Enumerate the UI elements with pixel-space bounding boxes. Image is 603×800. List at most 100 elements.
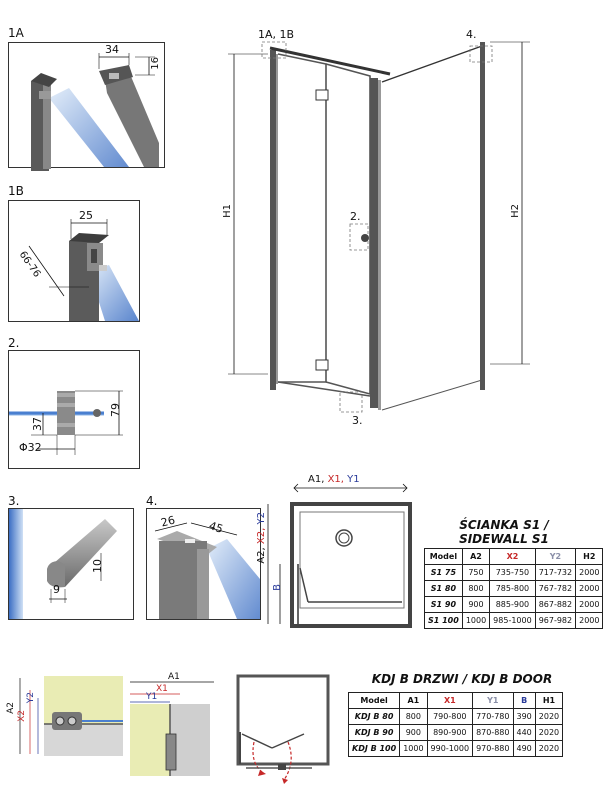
door-title: KDJ B DRZWI / KDJ B DOOR [371, 672, 553, 686]
detail-2-label: 2. [8, 336, 20, 350]
table-model-cell: S1 90 [424, 596, 463, 613]
table-model-cell: S1 80 [424, 580, 463, 597]
table-cell: 785-800 [489, 580, 536, 597]
main-callout-2: 2. [350, 210, 361, 223]
dim-2-37: 37 [31, 417, 44, 431]
plan-a2-label: A2, X2, Y2 [256, 512, 267, 564]
table-cell: 890-900 [426, 724, 474, 741]
table-cell: 985-1000 [489, 612, 536, 629]
plan-a1-label: A1, X1, Y1 [308, 474, 360, 485]
table-cell: 2000 [575, 580, 603, 597]
bm-y1: Y1 [146, 692, 158, 702]
detail-1a-drawing [31, 53, 159, 171]
table-header-cell: Y1 [472, 692, 514, 709]
detail-1a-label: 1A [8, 26, 24, 40]
table-cell: 790-800 [426, 708, 474, 725]
bottom-detail-middle: A1 X1 Y1 [130, 672, 218, 776]
main-callout-1a1b: 1A, 1B [258, 28, 295, 41]
bl-a2: A2 [6, 702, 16, 714]
main-enclosure-drawing: 1A, 1B 4. 2. 3. H1 H2 [220, 24, 550, 444]
table-header-cell: H1 [534, 692, 564, 709]
table-cell: 990-1000 [426, 740, 474, 757]
plan-a1: A1, [308, 474, 325, 485]
table-cell: 970-880 [472, 740, 514, 757]
dim-1a-width: 34 [105, 43, 119, 56]
table-cell: 2000 [575, 596, 603, 613]
plan-x2: X2, [256, 527, 267, 545]
bottom-detail-left-svg [19, 676, 123, 756]
bm-x1: X1 [156, 684, 168, 694]
dim-3-10: 10 [91, 559, 104, 573]
table-cell: 770-780 [472, 708, 514, 725]
dim-h1: H1 [222, 204, 233, 218]
table-cell: 867-882 [534, 596, 577, 613]
detail-4-label: 4. [146, 494, 158, 508]
plan-view: A1, X1, Y1 A2, X2, Y2 B [256, 474, 412, 634]
detail-1a-panel: 34 16 [8, 42, 165, 171]
table-header-cell: X1 [426, 692, 474, 709]
table-header-cell: B [512, 692, 536, 709]
dim-2-79: 79 [109, 403, 122, 417]
table-cell: 440 [512, 724, 536, 741]
table-header-cell: Y2 [534, 548, 577, 565]
main-enclosure-svg [228, 41, 530, 413]
detail-3-label: 3. [8, 494, 20, 508]
table-cell: 750 [461, 564, 491, 581]
detail-1b-label: 1B [8, 184, 24, 198]
detail-4-panel: 26 45 [146, 508, 261, 620]
table-cell: 800 [461, 580, 491, 597]
sidewall-title: ŚCIANKA S1 / SIDEWALL S1 [424, 518, 584, 546]
table-header-cell: A2 [461, 548, 491, 565]
dim-1a-height: 16 [150, 57, 161, 70]
detail-4-drawing [154, 522, 260, 619]
door-swing-plan [232, 672, 332, 792]
table-cell: 967-982 [534, 612, 577, 629]
table-cell: 2020 [534, 724, 564, 741]
table-cell: 870-880 [472, 724, 514, 741]
main-callout-4: 4. [466, 28, 477, 41]
table-header-cell: H2 [575, 548, 603, 565]
sidewall-title-line2: SIDEWALL S1 [459, 532, 549, 546]
table-model-cell: KDJ B 90 [347, 724, 401, 741]
table-cell: 2000 [575, 564, 603, 581]
dim-3-9: 9 [53, 583, 60, 596]
table-header-cell: Model [347, 692, 401, 709]
table-model-cell: S1 100 [424, 612, 463, 629]
table-model-cell: S1 75 [424, 564, 463, 581]
bottom-detail-left: A2 X2 Y2 [6, 672, 123, 756]
dim-2-phi: Φ32 [19, 441, 42, 454]
table-cell: 390 [512, 708, 536, 725]
bm-a1: A1 [168, 672, 180, 682]
table-header-cell: X2 [489, 548, 536, 565]
table-cell: 885-900 [489, 596, 536, 613]
table-cell: 1000 [461, 612, 491, 629]
bl-y2: Y2 [26, 692, 36, 704]
detail-2-panel: 79 37 Φ32 [8, 350, 140, 469]
bl-x2: X2 [17, 710, 27, 722]
door-swing-svg [236, 674, 330, 784]
table-model-cell: KDJ B 100 [347, 740, 401, 757]
dim-h2: H2 [510, 204, 521, 218]
table-cell: 1000 [399, 740, 428, 757]
table-cell: 767-782 [534, 580, 577, 597]
table-header-cell: Model [424, 548, 463, 565]
bottom-detail-middle-svg [130, 681, 214, 776]
table-cell: 900 [399, 724, 428, 741]
main-callout-3: 3. [352, 414, 363, 427]
dim-1b-width: 25 [79, 209, 93, 222]
table-cell: 900 [461, 596, 491, 613]
detail-1b-drawing [28, 219, 139, 321]
detail-1b-panel: 25 66-76 [8, 200, 140, 322]
plan-view-svg [267, 483, 412, 628]
table-cell: 490 [512, 740, 536, 757]
table-cell: 2020 [534, 740, 564, 757]
plan-a2: A2, [256, 547, 267, 564]
